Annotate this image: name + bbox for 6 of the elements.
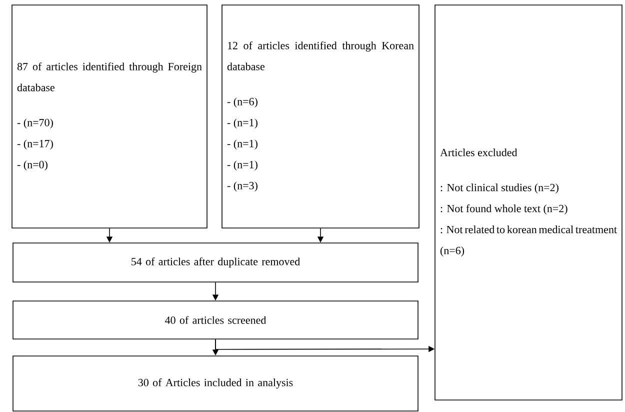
process-box: 54 of articles after duplicate removed xyxy=(12,242,418,282)
process-box: 40 of articles screened xyxy=(12,300,418,340)
source-box: 12 of articles identified through Korean database - (n=6) - (n=1) - (n=1) - (n=1) - (n=3) xyxy=(222,4,420,228)
exclusion-box: Articles excluded : Not clinical studies (n=2) : Not found whole text (n=2) : Not related to korean medical treatment (n=6) xyxy=(434,4,622,400)
source-box: 87 of articles identified through Foreign database - (n=70) - (n=17) - (n=0) xyxy=(12,4,208,228)
result-box: 30 of Articles included in analysis xyxy=(12,356,418,412)
